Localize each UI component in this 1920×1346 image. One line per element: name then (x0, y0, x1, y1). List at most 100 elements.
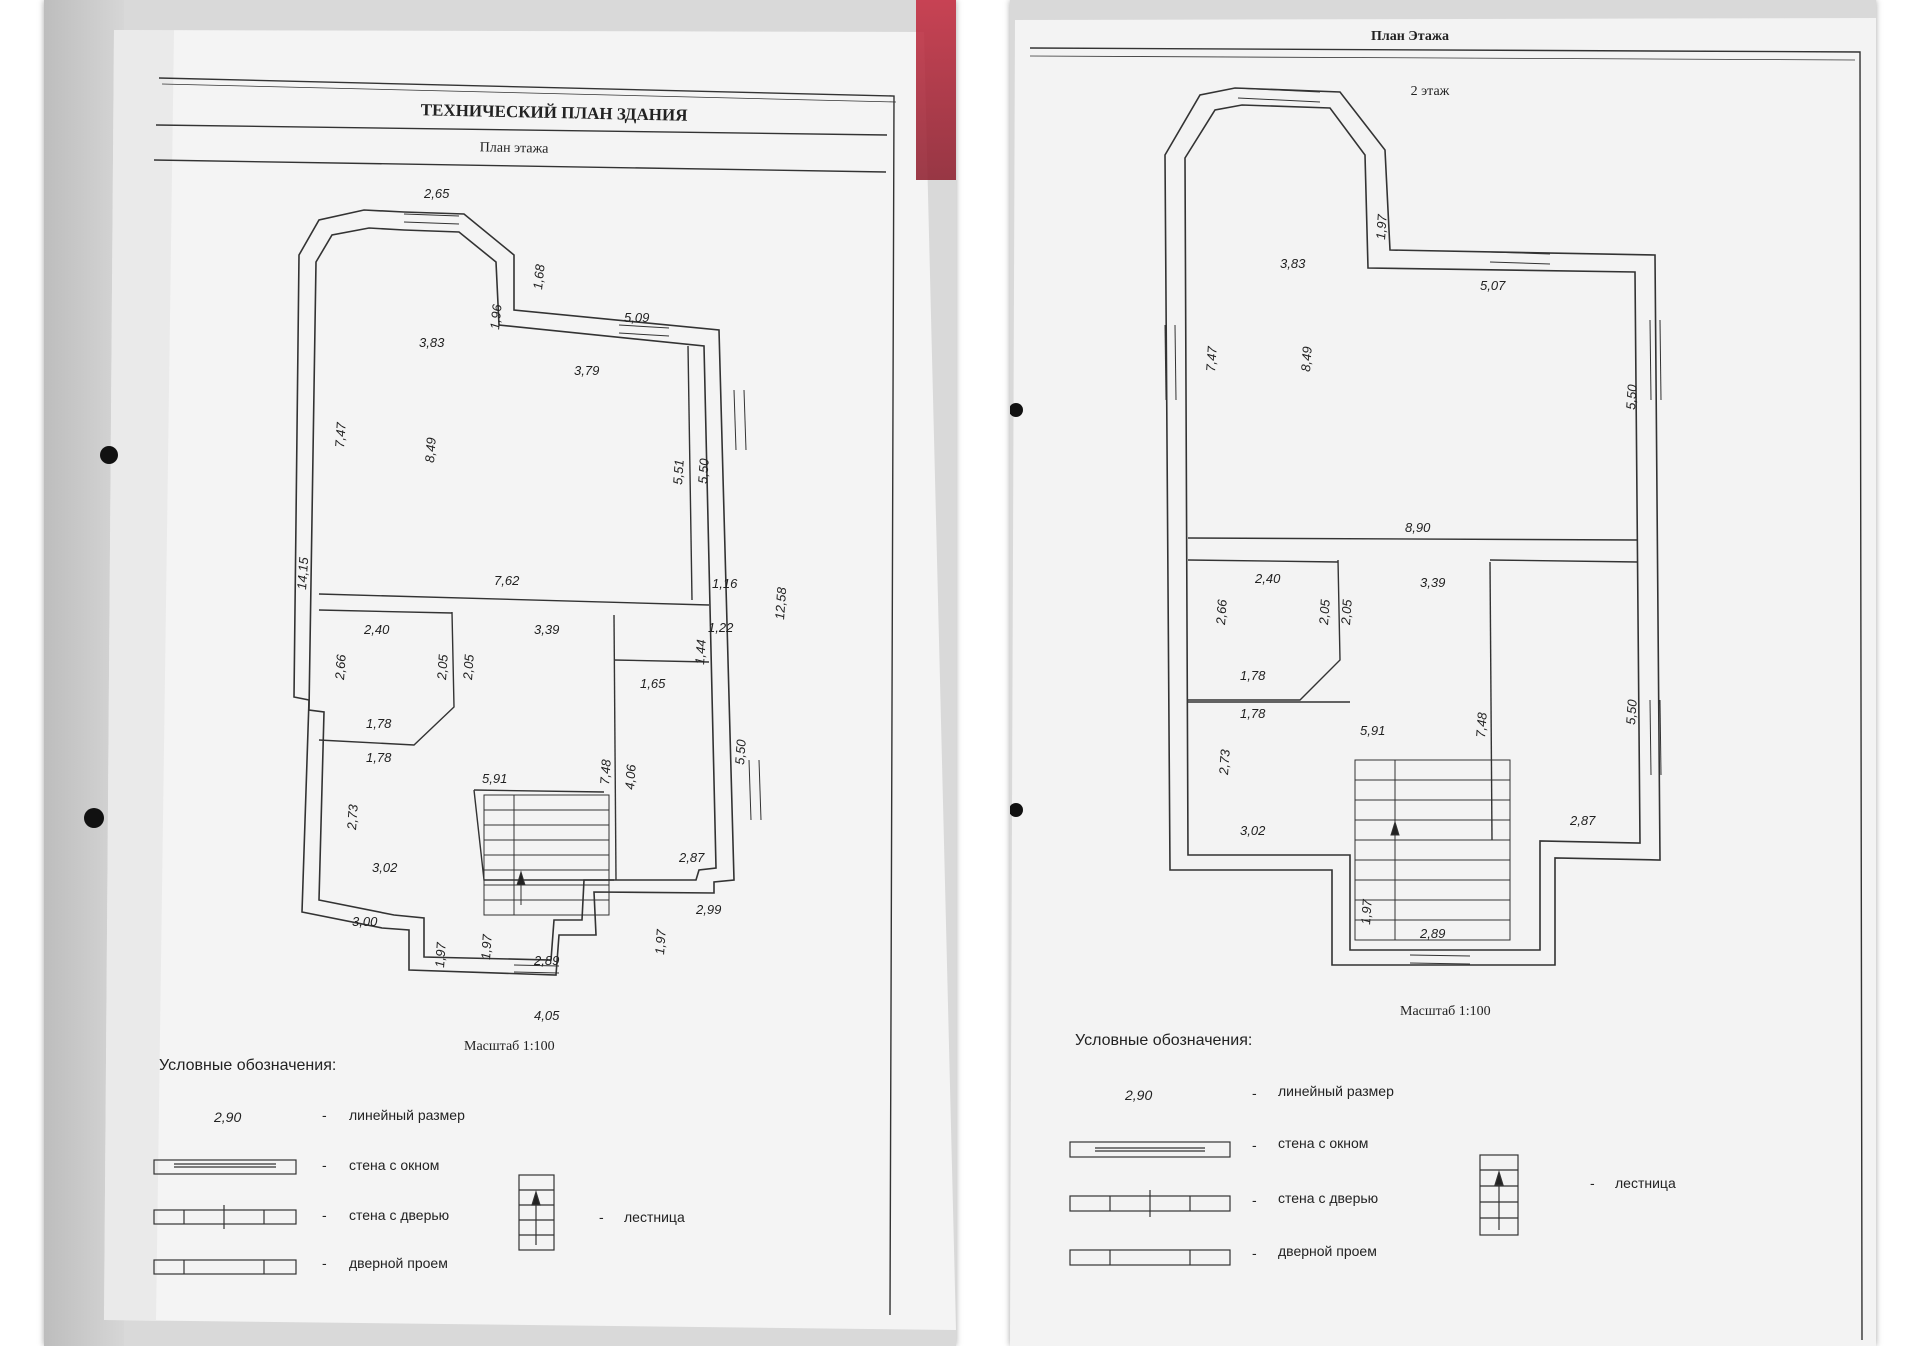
title-frame (153, 77, 897, 1316)
binder-hole (1010, 403, 1023, 417)
legend-opening: дверной проем (349, 1255, 448, 1271)
legend-dash: - (1252, 1192, 1257, 1208)
paper-sheet (1010, 18, 1876, 1346)
window-marks (1164, 87, 1662, 965)
dim-label: 8,90 (1405, 520, 1431, 535)
dimension-labels: 1,97 3,83 5,07 7,47 8,49 5,50 8,90 2,40 … (1203, 213, 1640, 941)
subtitle-text: План Этажа (1371, 29, 1449, 44)
legend-dash: - (322, 1255, 327, 1271)
dim-label: 1,16 (712, 576, 738, 591)
dim-label: 4,05 (534, 1008, 560, 1023)
dim-label: 2,05 (434, 653, 451, 681)
dim-label: 3,39 (534, 622, 559, 637)
legend: 2,90 - линейный размер - стена с окном -… (1124, 1083, 1676, 1261)
dim-label: 2,99 (695, 902, 721, 917)
dim-label: 1,22 (708, 620, 734, 635)
dim-label: 2,05 (460, 653, 477, 681)
legend-linear: линейный размер (1278, 1083, 1394, 1099)
dim-label: 7,47 (332, 421, 349, 448)
legend-door: стена с дверью (1278, 1190, 1378, 1206)
dim-label: 1,97 (1358, 898, 1375, 925)
legend-opening: дверной проем (1278, 1243, 1377, 1259)
dim-label: 5,51 (670, 459, 687, 485)
dim-label: 5,50 (1623, 383, 1640, 410)
dim-label: 1,78 (366, 750, 392, 765)
dim-label: 5,50 (695, 457, 712, 484)
stairs (483, 794, 610, 916)
dim-label: 5,50 (1623, 698, 1640, 725)
outer-walls (293, 209, 735, 976)
dim-label: 3,02 (372, 860, 398, 875)
dim-label: 4,06 (622, 763, 639, 790)
legend-linear: линейный размер (349, 1107, 465, 1123)
dim-label: 1,78 (1240, 706, 1266, 721)
legend-title: Условные обозначения: (159, 1057, 336, 1074)
dim-label: 1,97 (1373, 213, 1390, 240)
legend-title: Условные обозначения: (1075, 1032, 1252, 1049)
legend-dash: - (322, 1157, 327, 1173)
legend-dash: - (1252, 1085, 1257, 1101)
legend-dash: - (599, 1209, 604, 1225)
dim-label: 2,89 (533, 953, 559, 968)
dim-label: 1,97 (478, 933, 495, 960)
dim-label: 2,73 (1216, 748, 1233, 776)
legend-symbols (1069, 1141, 1519, 1266)
legend-stairs: лестница (624, 1209, 685, 1225)
dim-label: 1,44 (692, 639, 709, 665)
dim-label: 1,68 (530, 263, 548, 290)
dim-label: 2,40 (1254, 571, 1281, 586)
floor-plan-1: ТЕХНИЧЕСКИЙ ПЛАН ЗДАНИЯ План этажа (84, 30, 956, 1330)
binder-hole (1010, 803, 1023, 817)
right-page-photo: План Этажа 2 этаж 1,97 3,83 5,07 7,47 8 (1010, 0, 1876, 1346)
inner-walls (1187, 537, 1639, 841)
legend-dash: - (1590, 1175, 1595, 1191)
dim-label: 1,97 (652, 928, 669, 955)
dim-label: 3,79 (574, 363, 599, 378)
legend-dash: - (1252, 1137, 1257, 1153)
legend: 2,90 - линейный размер - стена с окном -… (213, 1107, 685, 1271)
dim-label: 2,89 (1419, 926, 1445, 941)
dim-label: 1,78 (1240, 668, 1266, 683)
legend-sample: 2,90 (1124, 1087, 1152, 1103)
dim-label: 2,73 (344, 803, 361, 831)
dim-label: 2,05 (1316, 598, 1333, 626)
dim-label: 8,49 (422, 437, 439, 463)
dim-label: 2,87 (1569, 813, 1596, 828)
legend-window: стена с окном (1278, 1135, 1368, 1151)
legend-door: стена с дверью (349, 1207, 449, 1223)
scale-text: Масштаб 1:100 (1400, 1004, 1491, 1019)
subtitle-text: План этажа (480, 140, 550, 156)
dim-label: 2,40 (363, 622, 390, 637)
dim-label: 7,62 (494, 573, 520, 588)
binder-hole (100, 446, 118, 464)
dim-label: 1,78 (366, 716, 392, 731)
legend-window: стена с окном (349, 1157, 439, 1173)
dim-label: 3,39 (1420, 575, 1445, 590)
dim-label: 2,66 (1213, 598, 1230, 626)
dim-label: 1,97 (432, 941, 449, 968)
dim-label: 3,83 (419, 335, 445, 350)
dim-label: 5,91 (1360, 723, 1385, 738)
dim-label: 3,00 (352, 914, 378, 929)
title-frame (1029, 47, 1863, 1341)
dimension-labels: 2,65 1,96 1,68 5,09 3,83 3,79 7,47 8,49 … (294, 186, 789, 1023)
dim-label: 5,50 (732, 738, 749, 765)
legend-dash: - (322, 1107, 327, 1123)
legend-dash: - (322, 1207, 327, 1223)
dim-label: 2,87 (678, 850, 705, 865)
dim-label: 7,48 (1473, 711, 1490, 738)
dim-label: 5,09 (624, 310, 649, 325)
dim-label: 3,83 (1280, 256, 1306, 271)
floor-label: 2 этаж (1411, 84, 1450, 99)
paper-sheet (104, 30, 956, 1330)
dim-label: 3,02 (1240, 823, 1266, 838)
legend-dash: - (1252, 1245, 1257, 1261)
window-marks (403, 213, 762, 974)
dim-label: 1,96 (487, 303, 505, 330)
legend-symbols (153, 1159, 555, 1275)
floor-plan-2: План Этажа 2 этаж 1,97 3,83 5,07 7,47 8 (1010, 18, 1876, 1346)
scale-text: Масштаб 1:100 (464, 1039, 555, 1054)
legend-sample: 2,90 (213, 1109, 241, 1125)
dim-label: 5,91 (482, 771, 507, 786)
dim-label: 1,65 (640, 676, 666, 691)
